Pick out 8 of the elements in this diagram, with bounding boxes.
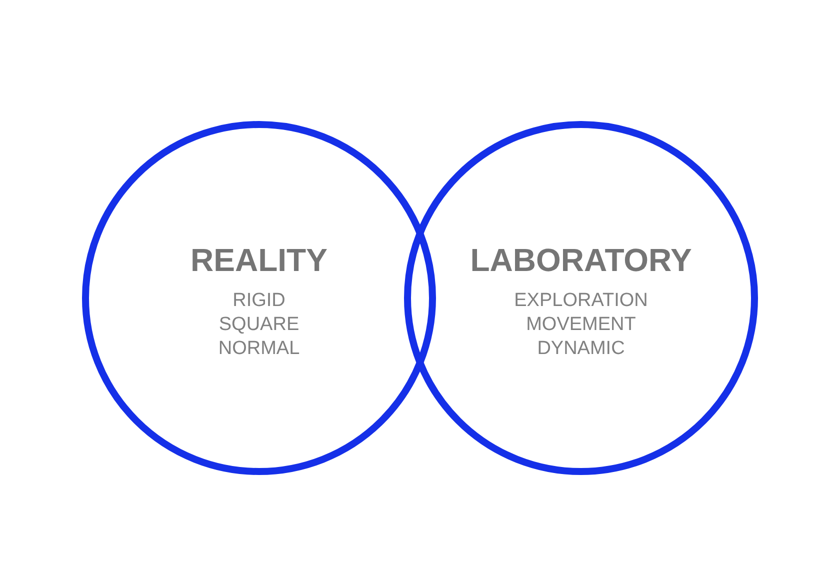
circle-heading: REALITY bbox=[190, 242, 328, 279]
list-item: SQUARE bbox=[218, 313, 300, 337]
list-item: EXPLORATION bbox=[514, 289, 648, 313]
circle-heading: LABORATORY bbox=[470, 242, 692, 279]
list-item: DYNAMIC bbox=[537, 337, 625, 361]
list-item: RIGID bbox=[232, 289, 286, 313]
list-item: MOVEMENT bbox=[526, 313, 636, 337]
list-item: NORMAL bbox=[218, 337, 300, 361]
